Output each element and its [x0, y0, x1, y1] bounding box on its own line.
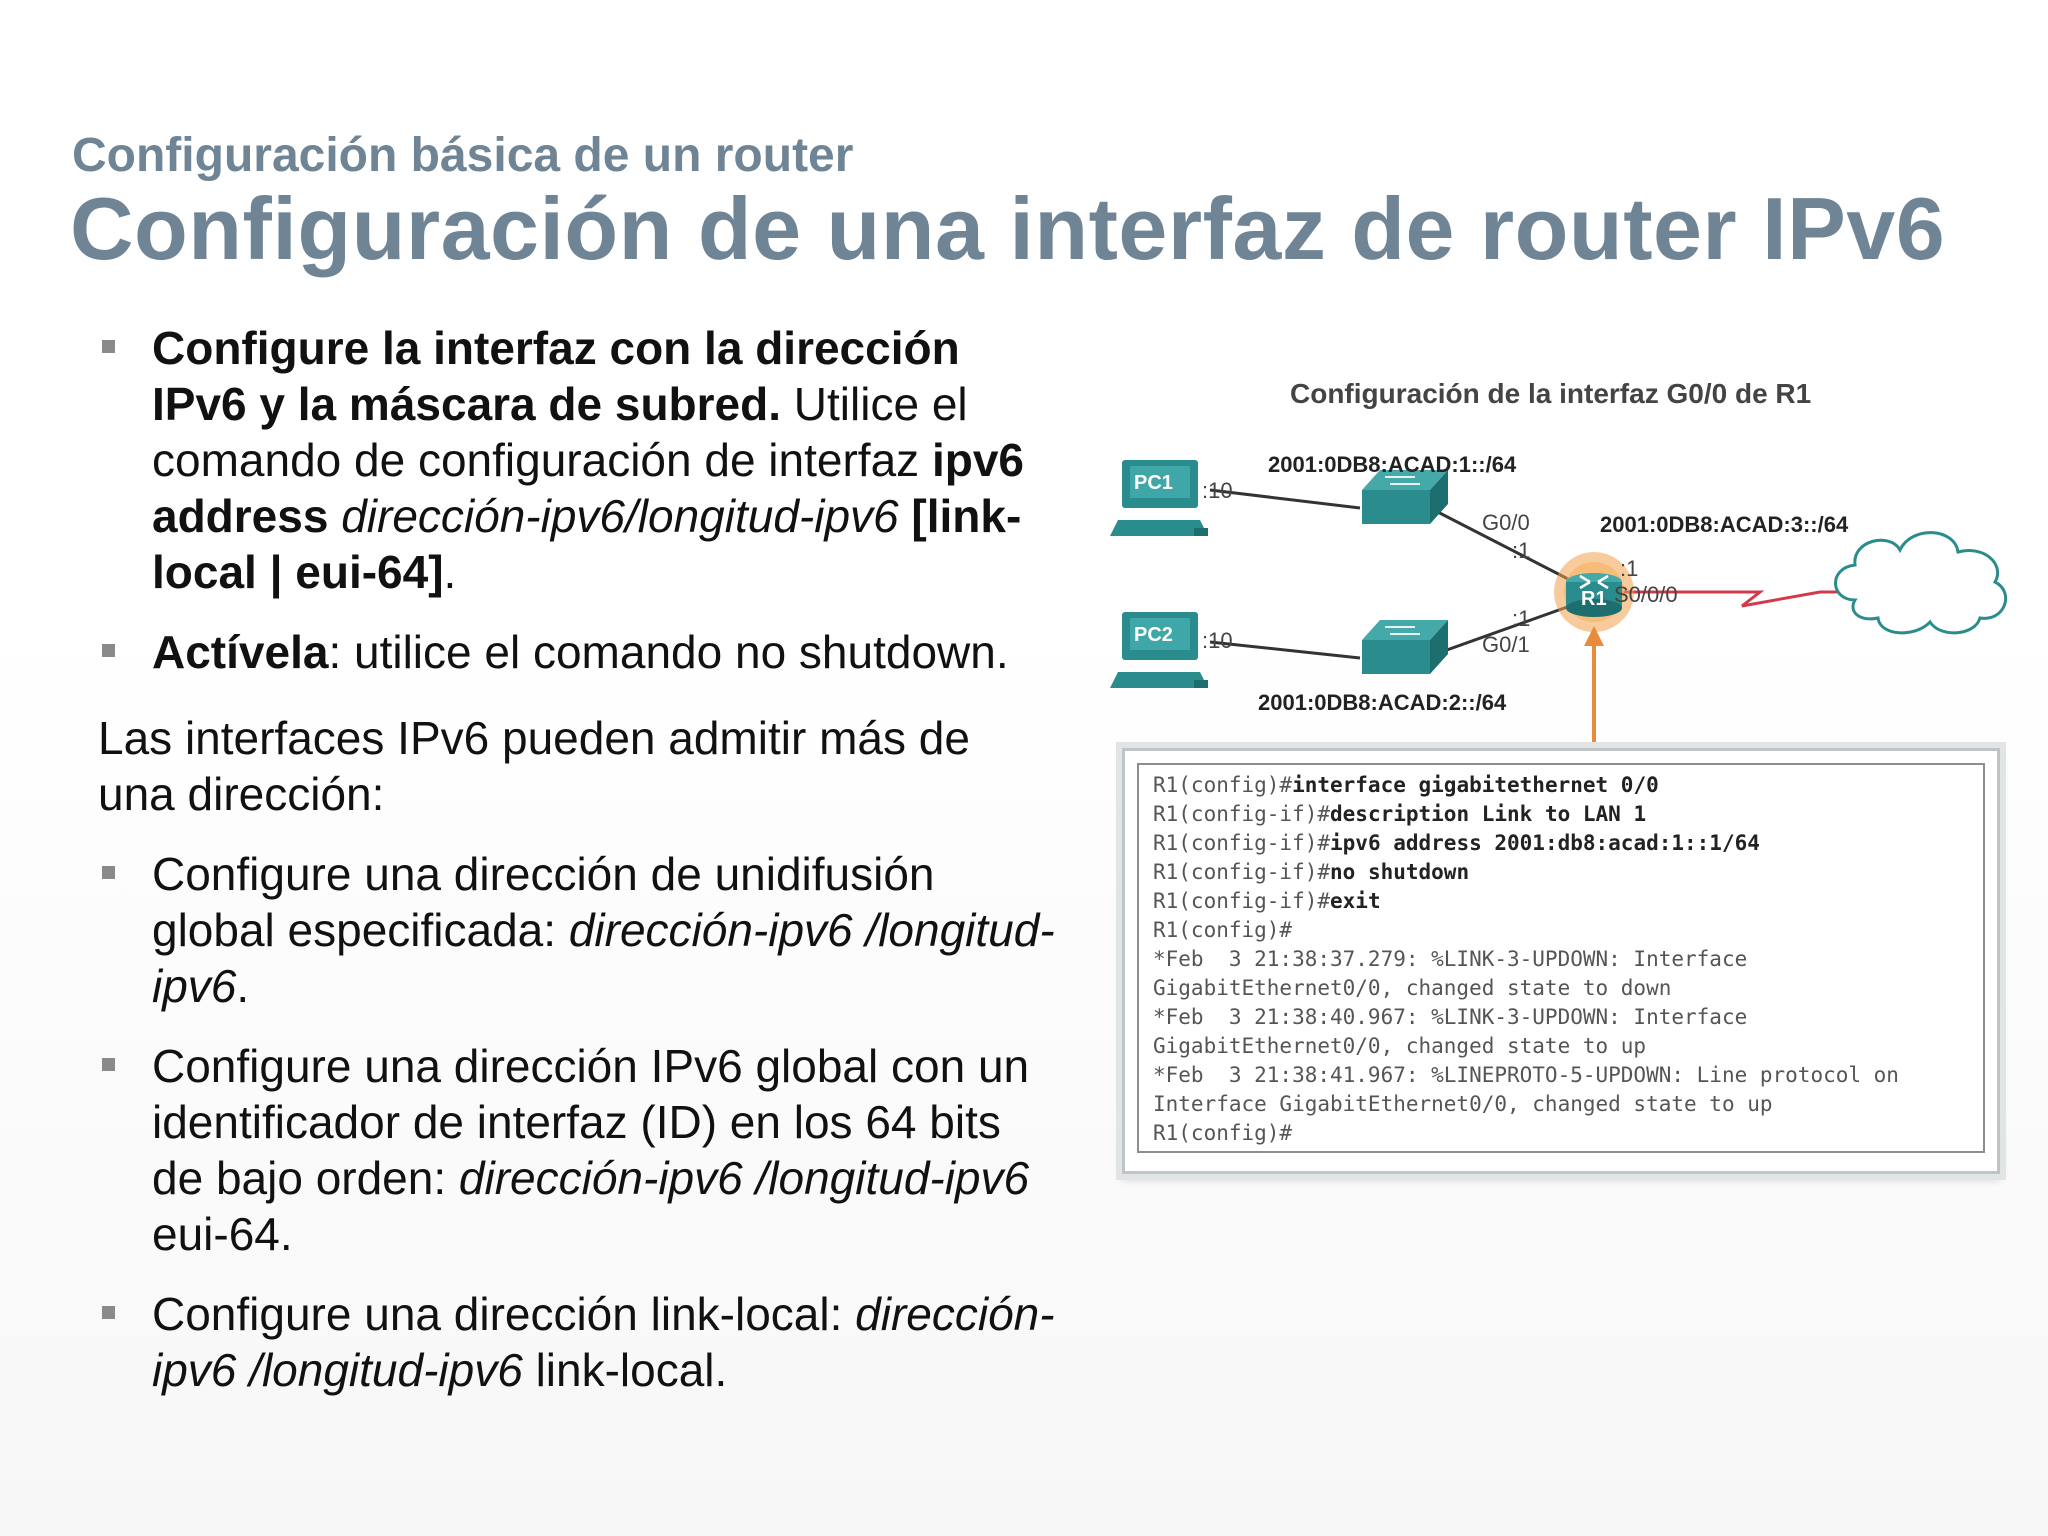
network-1-label: 2001:0DB8:ACAD:1::/64: [1268, 452, 1517, 477]
cli-prompt: Interface GigabitEthernet0/0, changed st…: [1153, 1092, 1773, 1116]
cli-prompt: R1(config-if)#: [1153, 802, 1331, 826]
bullet-options: [link-local | eui-64]: [152, 490, 1022, 598]
cli-line: GigabitEthernet0/0, changed state to dow…: [1153, 974, 1899, 1003]
bullet-marker: [102, 340, 115, 353]
cli-line: Interface GigabitEthernet0/0, changed st…: [1153, 1090, 1899, 1119]
g00-label: G0/0: [1482, 510, 1530, 535]
bullet-end: link-local.: [522, 1344, 728, 1396]
content-text: Configure la interfaz con la dirección I…: [98, 320, 1058, 1422]
bullet-global-unicast: Configure una dirección de unidifusión g…: [98, 846, 1058, 1014]
pc2-label: PC2: [1134, 624, 1173, 646]
bullet-italic: dirección-ipv6 /longitud-ipv6: [152, 1288, 1055, 1396]
g00-host-id: :1: [1512, 538, 1531, 563]
bullet-eui64: Configure una dirección IPv6 global con …: [98, 1038, 1058, 1262]
bullet-text: : utilice el comando no shutdown.: [328, 626, 1009, 678]
pc2-host-id: :10: [1202, 628, 1233, 653]
bullet-text: Utilice el comando de configuración de i…: [152, 378, 968, 486]
cli-prompt: R1(config)#: [1153, 1121, 1293, 1145]
link-serial-wan: [1620, 590, 1840, 608]
cli-prompt: GigabitEthernet0/0, changed state to dow…: [1153, 976, 1672, 1000]
bullet-end: .: [443, 546, 457, 598]
cli-prompt: R1(config-if)#: [1153, 889, 1331, 913]
cli-prompt: R1(config-if)#: [1153, 831, 1331, 855]
cli-line: R1(config-if)#no shutdown: [1153, 858, 1899, 887]
link-switch1-router: [1429, 506, 1571, 582]
bullet-marker: [102, 866, 115, 879]
bullet-italic: dirección-ipv6/longitud-ipv6: [328, 490, 912, 542]
network-2-label: 2001:0DB8:ACAD:2::/64: [1258, 690, 1507, 715]
switch2-icon: [1362, 620, 1448, 674]
cli-line: R1(config)#: [1153, 916, 1899, 945]
link-switch2-router: [1429, 604, 1571, 658]
cli-line: R1(config)#: [1153, 1119, 1899, 1148]
cli-prompt: R1(config)#: [1153, 918, 1293, 942]
arrow-head: [1584, 626, 1604, 646]
cli-prompt: *Feb 3 21:38:41.967: %LINEPROTO-5-UPDOWN…: [1153, 1063, 1899, 1087]
cli-line: GigabitEthernet0/0, changed state to up: [1153, 1032, 1899, 1061]
bullet-text: Configure una dirección IPv6 global con …: [152, 1040, 1030, 1204]
cloud-icon: [1834, 531, 2008, 635]
s000-host-id: :1: [1620, 556, 1639, 581]
switch1-icon: [1362, 470, 1448, 524]
s000-label: S0/0/0: [1614, 582, 1678, 607]
cli-output: R1(config)#interface gigabitethernet 0/0…: [1153, 771, 1899, 1148]
g01-label: G0/1: [1482, 632, 1530, 657]
bullet-activate: Actívela: utilice el comando no shutdown…: [98, 624, 1058, 680]
cli-line: *Feb 3 21:38:40.967: %LINK-3-UPDOWN: Int…: [1153, 1003, 1899, 1032]
cli-prompt: *Feb 3 21:38:37.279: %LINK-3-UPDOWN: Int…: [1153, 947, 1748, 971]
pc1-icon: [1110, 460, 1208, 536]
bullet-end: .: [236, 960, 250, 1012]
cli-line: *Feb 3 21:38:37.279: %LINK-3-UPDOWN: Int…: [1153, 945, 1899, 974]
link-pc2-switch2: [1209, 640, 1361, 660]
bullet-text: Configure una dirección link-local:: [152, 1288, 856, 1340]
cli-prompt: *Feb 3 21:38:40.967: %LINK-3-UPDOWN: Int…: [1153, 1005, 1748, 1029]
bullet-bold: Configure la interfaz con la dirección I…: [152, 322, 960, 430]
bullet-configure-interface: Configure la interfaz con la dirección I…: [98, 320, 1058, 600]
slide-title: Configuración de una interfaz de router …: [70, 179, 1946, 278]
pc2-icon: [1110, 612, 1208, 688]
bullet-marker: [102, 644, 115, 657]
slide-subtitle: Configuración básica de un router: [72, 129, 854, 182]
paragraph-multiple-addresses: Las interfaces IPv6 pueden admitir más d…: [98, 712, 970, 820]
cli-command: exit: [1330, 889, 1381, 913]
bullet-text: Configure una dirección de unidifusión g…: [152, 848, 935, 956]
bullet-bold: Actívela: [152, 626, 329, 678]
cli-line: R1(config)#interface gigabitethernet 0/0: [1153, 771, 1899, 800]
topology-diagram: [1110, 460, 2008, 744]
network-3-label: 2001:0DB8:ACAD:3::/64: [1600, 512, 1849, 537]
cli-command: ipv6 address 2001:db8:acad:1::1/64: [1330, 831, 1760, 855]
cli-terminal-inner: R1(config)#interface gigabitethernet 0/0…: [1137, 763, 1985, 1153]
link-pc1-switch1: [1209, 488, 1361, 510]
cli-terminal: R1(config)#interface gigabitethernet 0/0…: [1122, 748, 2000, 1174]
bullet-marker: [102, 1306, 115, 1319]
cli-line: R1(config-if)#description Link to LAN 1: [1153, 800, 1899, 829]
router-label: R1: [1581, 588, 1607, 610]
cli-prompt: GigabitEthernet0/0, changed state to up: [1153, 1034, 1647, 1058]
cli-line: R1(config-if)#ipv6 address 2001:db8:acad…: [1153, 829, 1899, 858]
bullet-link-local: Configure una dirección link-local: dire…: [98, 1286, 1058, 1398]
bullet-command: ipv6 address: [152, 434, 1024, 542]
g01-host-id: :1: [1512, 606, 1531, 631]
bullet-marker: [102, 1058, 115, 1071]
cli-line: *Feb 3 21:38:41.967: %LINEPROTO-5-UPDOWN…: [1153, 1061, 1899, 1090]
bullet-italic: dirección-ipv6 /longitud-ipv6: [152, 904, 1055, 1012]
cli-prompt: R1(config)#: [1153, 773, 1293, 797]
cli-command: no shutdown: [1330, 860, 1470, 884]
pc1-label: PC1: [1134, 472, 1173, 494]
pc1-host-id: :10: [1202, 478, 1233, 503]
figure-title: Configuración de la interfaz G0/0 de R1: [1290, 378, 1812, 409]
cli-command: interface gigabitethernet 0/0: [1292, 773, 1659, 797]
router-r1-icon: [1566, 573, 1622, 617]
cli-line: R1(config-if)#exit: [1153, 887, 1899, 916]
bullet-italic: dirección-ipv6 /longitud-ipv6: [458, 1152, 1030, 1204]
topology-figure: Configuración de la interfaz G0/0 de R1: [1100, 360, 2020, 1220]
bullet-end: eui-64.: [152, 1208, 293, 1260]
cli-prompt: R1(config-if)#: [1153, 860, 1331, 884]
cli-command: description Link to LAN 1: [1330, 802, 1647, 826]
